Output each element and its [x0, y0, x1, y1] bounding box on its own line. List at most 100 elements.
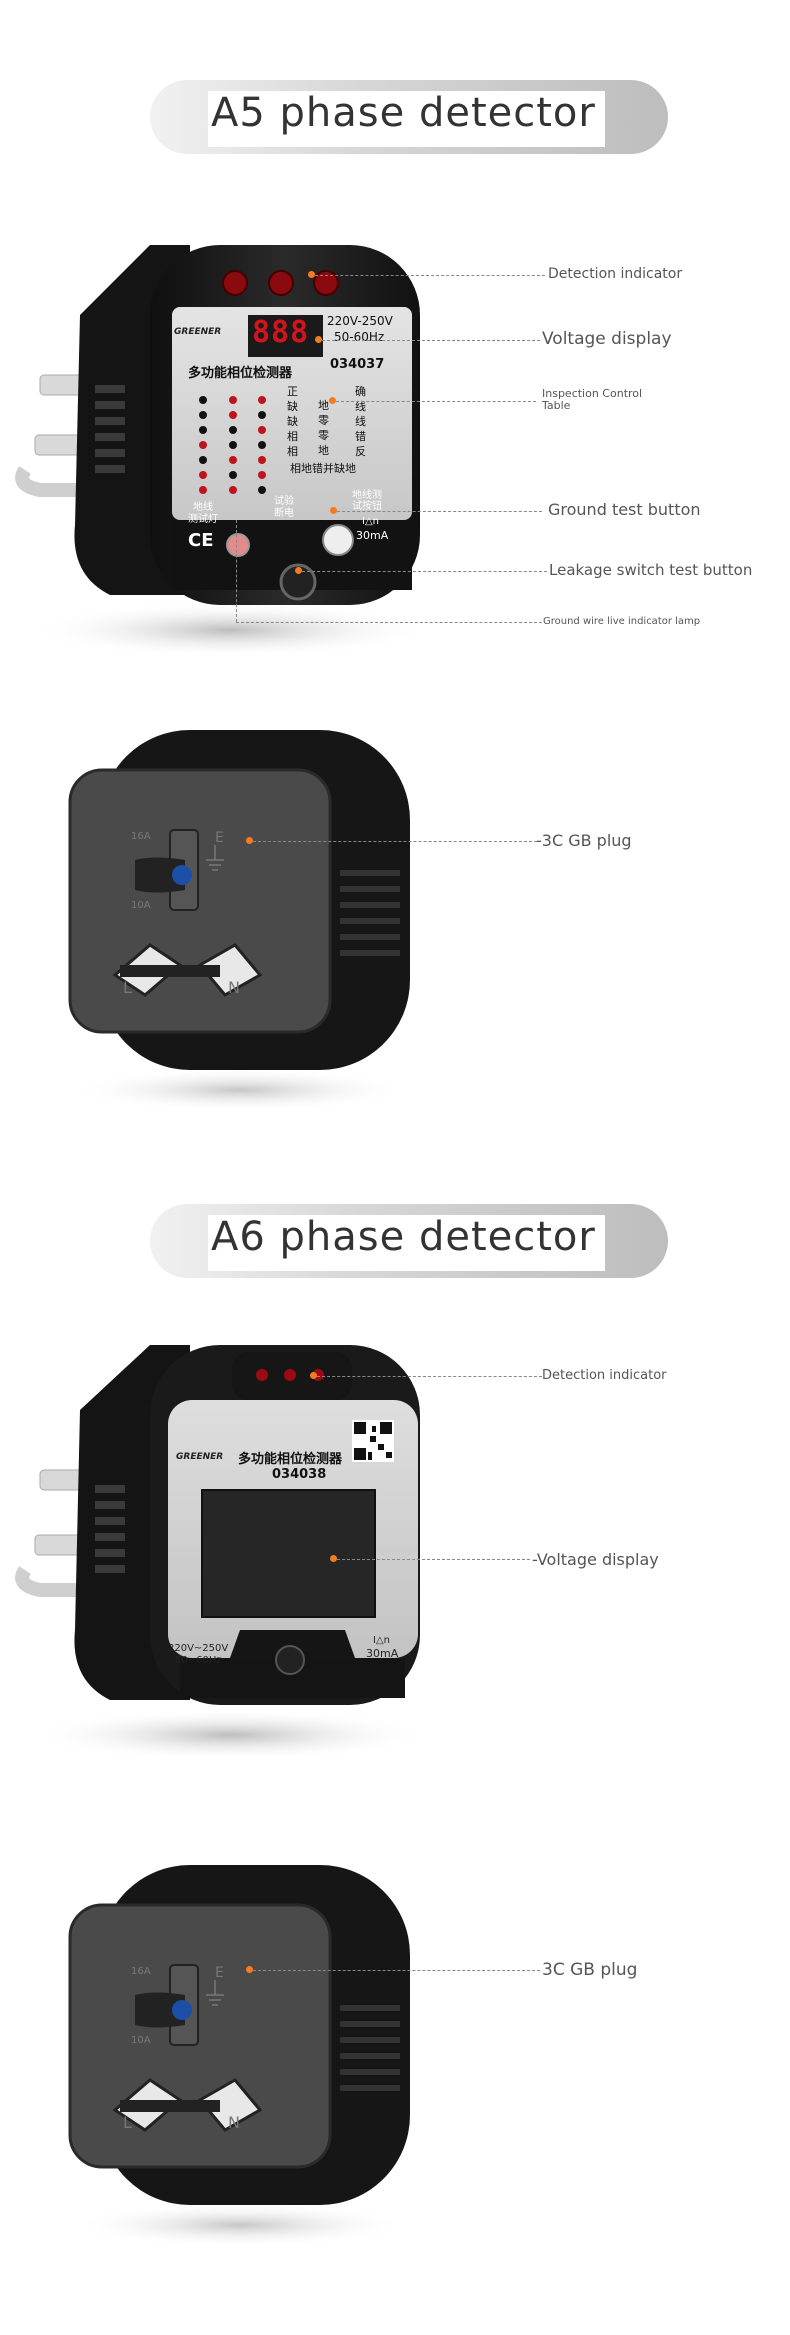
a5-frequency: 50-60Hz	[334, 330, 385, 344]
a5-table-col3: 确 线 线 错 反	[355, 384, 366, 459]
a6-voltage-leader	[337, 1559, 530, 1560]
a5-led	[313, 270, 339, 296]
a5-test-label: 试验 断电	[274, 496, 294, 519]
a6-plug-dot	[246, 1966, 253, 1973]
a5-table-cell: 相	[287, 430, 298, 443]
a6-title-backdrop	[208, 1215, 605, 1271]
a5-indicator-grid	[199, 396, 266, 494]
a5-display	[248, 315, 323, 357]
a5-table-cell: 反	[355, 445, 366, 458]
a5-n-pin	[197, 943, 263, 997]
a5-voltage-dot	[315, 336, 322, 343]
a6-title: A6 phase detector	[211, 1214, 596, 1260]
a6-brand: GREENER	[176, 1452, 224, 1462]
a6-voltage: 220V~250V	[168, 1643, 229, 1654]
a5-table-cell: 零	[318, 414, 329, 427]
a6-earth-pin-cable	[135, 1992, 185, 2028]
a6-ma-label: 30mA	[366, 1647, 399, 1660]
a5-model: 034037	[330, 357, 385, 372]
a5-grip-ribs	[95, 385, 125, 473]
a5-back-shadow	[70, 1068, 410, 1112]
a6-device-back	[68, 1865, 410, 2247]
a5-panel	[172, 307, 412, 520]
a5-leakage-dot	[295, 567, 302, 574]
a5-plug-l: L	[123, 978, 132, 997]
a5-section: A5 phase detector	[15, 80, 752, 1112]
a5-plug-leader	[253, 841, 537, 842]
a6-device-front	[15, 1345, 430, 1761]
a6-title-banner: A6 phase detector	[150, 1204, 668, 1278]
a5-table-cell: 缺	[287, 400, 298, 413]
a6-test-button	[275, 1645, 305, 1675]
a6-qr-code	[352, 1420, 394, 1462]
a6-socket-face	[68, 1903, 332, 2169]
a5-ground-lamp-callout: Ground wire live indicator lamp	[543, 616, 701, 627]
a5-ground-test-leader	[337, 511, 542, 512]
a5-detection-dot	[308, 271, 315, 278]
a5-table-cell: 地	[318, 444, 329, 457]
a5-table-cell: 缺	[287, 415, 298, 428]
a6-plug-leader	[253, 1970, 540, 1971]
a6-display	[201, 1489, 376, 1618]
a5-voltage-display-label: Voltage display	[542, 329, 672, 349]
a5-table-dot	[329, 397, 336, 404]
a5-earth-pin-blue	[172, 865, 192, 885]
a6-section: A6 phase detector	[0, 1190, 790, 2335]
a6-plug-l: L	[123, 2113, 132, 2132]
a5-ma-label: 30mA	[356, 529, 389, 542]
a5-plug-10a: 10A	[131, 900, 151, 911]
a5-table-cell: 地	[318, 399, 329, 412]
a5-title-backdrop	[208, 91, 605, 147]
a5-earth-pin-cable	[135, 857, 185, 893]
a6-earth-pin-blue	[172, 2000, 192, 2020]
a5-ground-button-label: 地线测 试按钮	[352, 490, 382, 512]
a6-device-shadow	[30, 1709, 430, 1761]
a5-ce-mark: CE	[188, 530, 214, 551]
a6-cable	[15, 1566, 95, 1597]
a5-in-label: I△n	[362, 516, 379, 527]
a5-brand: GREENER	[174, 327, 222, 337]
a6-name-cn: 多功能相位检测器	[238, 1452, 343, 1467]
a5-voltage-leader	[322, 340, 540, 341]
a6-plug-10a: 10A	[131, 2035, 151, 2046]
a5-socket-face	[68, 768, 332, 1034]
a5-name-cn: 多功能相位检测器	[188, 366, 293, 381]
a5-table-cell: 线	[355, 415, 366, 428]
a5-inspection-table-label: Inspection Control Table	[542, 387, 643, 412]
a6-detection-dot	[310, 1372, 317, 1379]
a5-leakage-button	[279, 563, 317, 601]
a6-plug-e: E	[215, 1965, 224, 1981]
a5-detection-indicator-label: Detection indicator	[548, 266, 683, 282]
a5-ground-test-button	[322, 524, 354, 556]
a5-device-front	[15, 245, 430, 658]
a5-plug-dot	[246, 837, 253, 844]
a5-display-digits: 888	[252, 315, 310, 350]
a5-device-back	[68, 730, 410, 1112]
a5-voltage: 220V-250V	[327, 314, 393, 328]
a6-n-pin	[197, 2078, 263, 2132]
a6-l-pin-bar	[120, 2100, 220, 2112]
a6-back-ribs	[340, 2005, 400, 2091]
a6-plug-n: N	[228, 2113, 240, 2132]
a6-in-label: I△n	[373, 1635, 390, 1646]
a5-ground-lamp-vleader	[236, 520, 237, 622]
a5-ground-lamp-leader	[236, 622, 542, 623]
a6-grip-ribs	[95, 1485, 125, 1573]
a5-table-col1: 正 缺 缺 相 相	[287, 384, 298, 459]
a5-table-cell: 线	[355, 400, 366, 413]
a6-model: 034038	[272, 1467, 327, 1482]
a5-detection-leader	[315, 275, 545, 276]
a5-ground-lamp-label: 地线 测试灯	[188, 502, 218, 525]
a6-detection-leader	[317, 1376, 542, 1377]
a6-frequency: 50~60Hz	[175, 1655, 222, 1666]
a6-back-shadow	[70, 2203, 410, 2247]
a5-title: A5 phase detector	[211, 90, 596, 136]
a6-plug-label: 3C GB plug	[542, 1960, 638, 1980]
a5-back-ribs	[340, 870, 400, 956]
a5-plug-label: -3C GB plug	[536, 831, 632, 850]
a5-ground-lamp	[226, 533, 250, 557]
a5-table-cell: 正	[287, 385, 298, 398]
a6-detection-indicator-label: Detection indicator	[542, 1368, 667, 1383]
a5-table-leader	[336, 401, 536, 402]
a5-led	[268, 270, 294, 296]
